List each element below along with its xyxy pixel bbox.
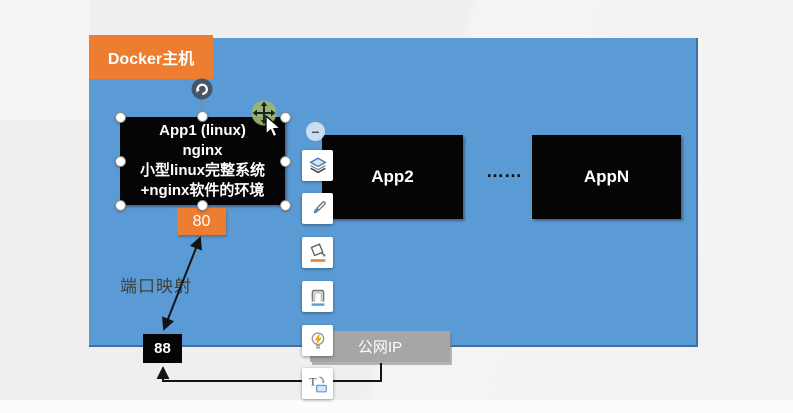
rotate-icon	[191, 78, 213, 100]
ellipsis-text[interactable]: ……	[486, 161, 522, 181]
app2-shape[interactable]: App2	[322, 135, 463, 219]
selection-handle-w[interactable]	[114, 155, 126, 167]
toolbar-button-text-box[interactable]: T	[302, 368, 333, 399]
public-ip-label: 公网IP	[357, 339, 403, 356]
selection-handle-ne[interactable]	[279, 111, 291, 123]
selection-handle-e[interactable]	[279, 155, 291, 167]
layers-icon	[308, 156, 327, 173]
appn-shape[interactable]: AppN	[532, 135, 681, 219]
public-ip-shape[interactable]: 公网IP	[310, 331, 450, 362]
selection-handle-s[interactable]	[196, 199, 208, 211]
minus-icon: −	[311, 123, 320, 140]
collapse-toolbar-button[interactable]: −	[306, 122, 325, 141]
port-mapping-label[interactable]: 端口映射	[120, 277, 192, 296]
port-88-label: 88	[154, 340, 171, 357]
port-80-label: 80	[192, 212, 211, 230]
toolbar-button-frame[interactable]	[302, 281, 333, 312]
background-bottom-strip	[0, 400, 793, 413]
lightbulb-icon	[311, 331, 324, 348]
selection-handle-nw[interactable]	[114, 111, 126, 123]
app1-line1: App1 (linux)	[159, 122, 246, 139]
selection-handle-se[interactable]	[279, 199, 291, 211]
frame-icon	[311, 289, 324, 306]
port-80-shape[interactable]: 80	[177, 208, 226, 235]
toolbar-button-layers[interactable]	[302, 150, 333, 181]
fill-shape-icon	[309, 242, 326, 262]
docker-host-title[interactable]: Docker主机	[89, 35, 213, 79]
background-highlight	[0, 0, 89, 120]
toolbar-button-fill-shape[interactable]	[302, 237, 333, 268]
selection-handle-sw[interactable]	[114, 199, 126, 211]
app1-shape[interactable]: App1 (linux) nginx 小型linux完整系统 +nginx软件的…	[120, 117, 285, 205]
toolbar-button-lightbulb[interactable]	[302, 325, 333, 356]
appn-label: AppN	[583, 167, 630, 186]
toolbar-button-brush[interactable]	[302, 193, 333, 224]
text-box-icon: T	[309, 374, 327, 392]
public-ip-connector[interactable]	[156, 363, 382, 382]
docker-host-title-label: Docker主机	[107, 51, 195, 68]
rotate-handle[interactable]	[191, 78, 213, 100]
brush-icon	[313, 200, 326, 213]
port-88-shape[interactable]: 88	[143, 334, 182, 363]
app1-line4: +nginx软件的环境	[140, 182, 265, 199]
selection-handle-n[interactable]	[196, 110, 208, 122]
app2-label: App2	[371, 167, 414, 186]
app1-line3: 小型linux完整系统	[139, 162, 265, 179]
app1-line2: nginx	[182, 142, 223, 159]
